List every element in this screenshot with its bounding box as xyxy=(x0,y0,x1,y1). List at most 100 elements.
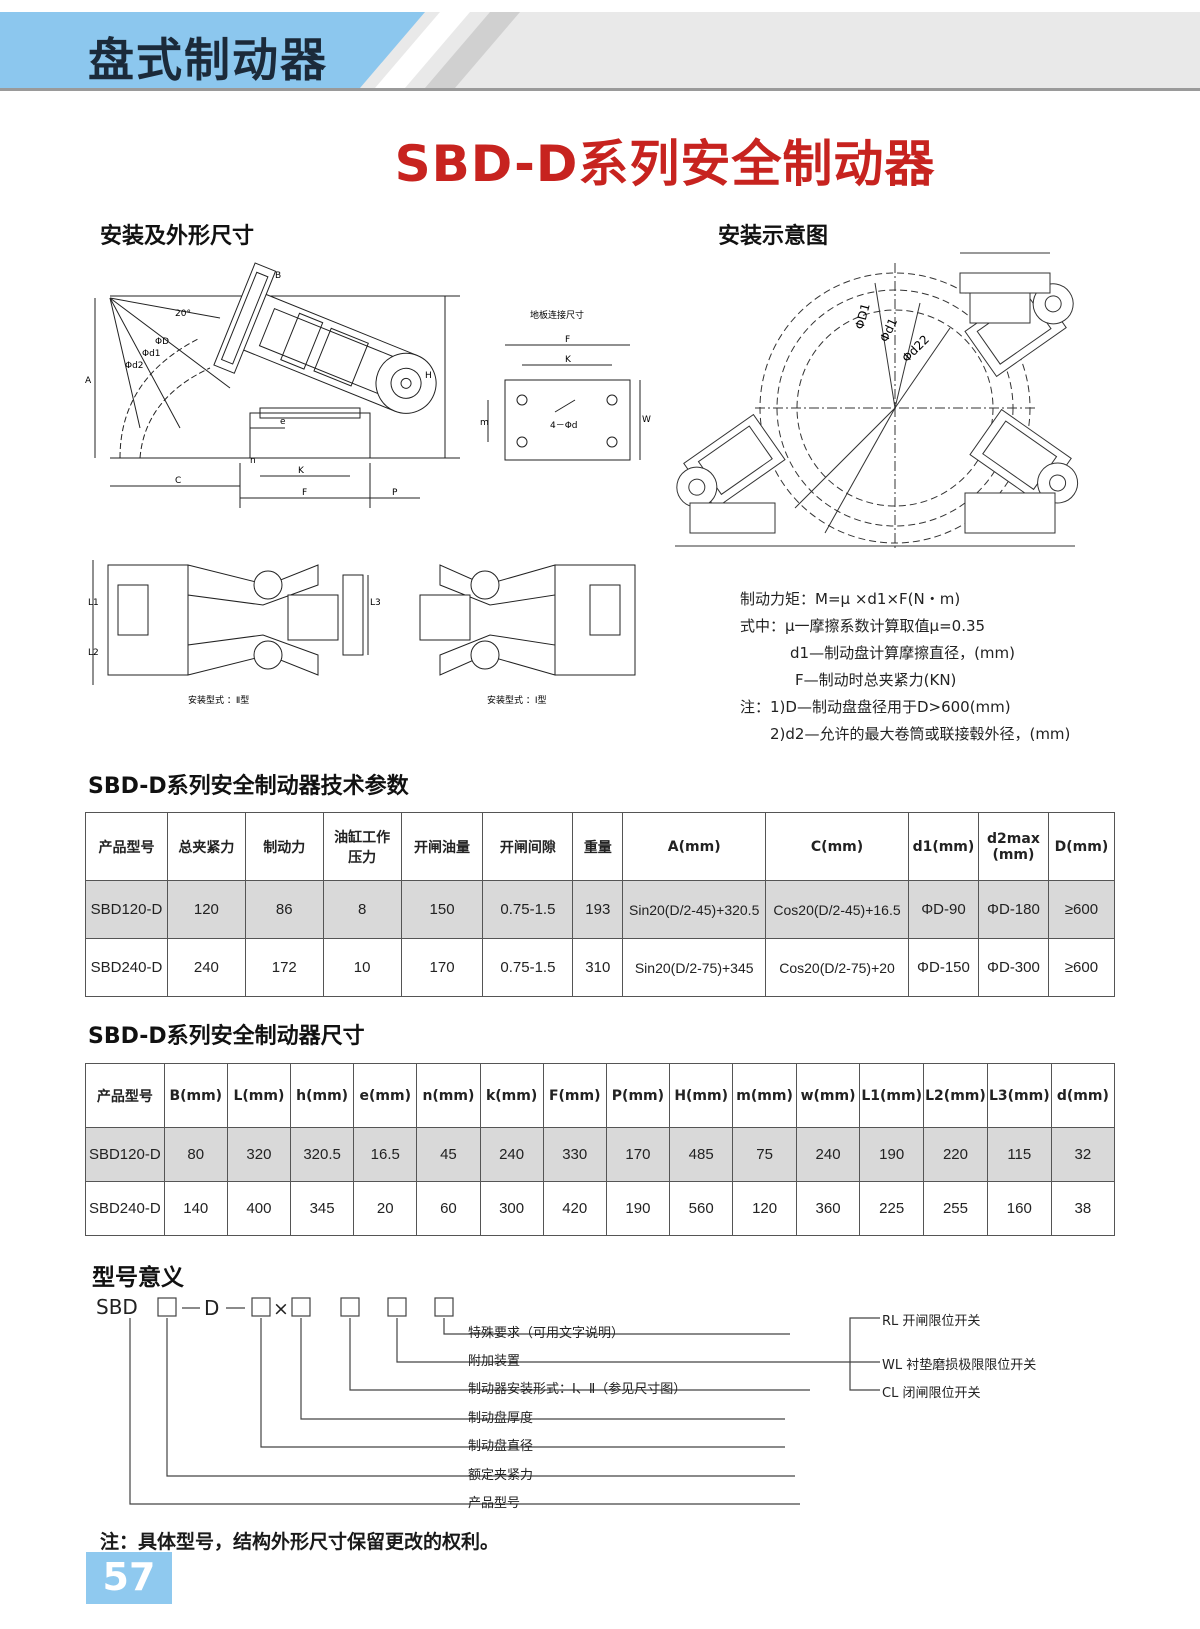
size-header: e(mm) xyxy=(353,1063,418,1128)
circle-label-d22: Φd22 xyxy=(899,332,932,365)
table-cell: 75 xyxy=(732,1127,797,1182)
plate-label-w: W xyxy=(642,415,651,425)
table-cell: 8 xyxy=(322,880,402,939)
table-row: SBD240-D 240 172 10 170 0.75-1.5 310 Sin… xyxy=(85,938,1116,997)
table-cell: 170 xyxy=(400,938,484,997)
dim-label-d1: Φd1 xyxy=(142,349,161,359)
size-header: F(mm) xyxy=(542,1063,607,1128)
tech-header: 重量 xyxy=(572,812,624,881)
table-cell: 240 xyxy=(479,1127,544,1182)
table-cell: 485 xyxy=(669,1127,734,1182)
table-row: SBD120-D 80 320 320.5 16.5 45 240 330 17… xyxy=(85,1127,1116,1182)
table-cell: 400 xyxy=(226,1181,292,1236)
table-row: SBD240-D 140 400 345 20 60 300 420 190 5… xyxy=(85,1181,1116,1236)
size-header: n(mm) xyxy=(416,1063,481,1128)
size-table: 产品型号 B(mm) L(mm) h(mm) e(mm) n(mm) k(mm)… xyxy=(85,1063,1116,1236)
table-cell: 16.5 xyxy=(353,1127,418,1182)
size-header: d(mm) xyxy=(1050,1063,1116,1128)
option-wl: WL 衬垫磨损极限限位开关 xyxy=(882,1358,1037,1373)
plate-label-f: F xyxy=(565,335,570,345)
side-elevation-drawing: A H B 20° Φd2 Φd1 ΦD C K F P e n xyxy=(85,262,460,508)
table-cell: Cos20(D/2-75)+20 xyxy=(765,938,909,997)
install-type-1-caption: 安装型式 ：Ⅰ型 xyxy=(487,694,547,705)
table-cell: 330 xyxy=(542,1127,607,1182)
table-cell: SBD120-D xyxy=(85,1127,165,1182)
table-cell: 220 xyxy=(923,1127,988,1182)
tech-header: 油缸工作压力 xyxy=(322,812,402,881)
tech-header: 产品型号 xyxy=(85,812,168,881)
table-cell: 300 xyxy=(479,1181,544,1236)
size-header: B(mm) xyxy=(163,1063,228,1128)
table-cell: 240 xyxy=(795,1127,861,1182)
section-title: 盘式制动器 xyxy=(88,33,328,87)
table-cell: 160 xyxy=(986,1181,1052,1236)
option-rl: RL 开闸限位开关 xyxy=(882,1314,981,1329)
tech-header: 制动力 xyxy=(244,812,324,881)
floor-plate-title: 地板连接尺寸 xyxy=(530,309,584,321)
plan2-label-l2: L2 xyxy=(88,648,99,658)
size-header: L2(mm) xyxy=(923,1063,988,1128)
table-cell: ΦD-150 xyxy=(907,938,979,997)
dim-label-c: C xyxy=(175,476,181,486)
table-cell: 20 xyxy=(353,1181,418,1236)
table-cell: ΦD-180 xyxy=(977,880,1049,939)
table-cell: 10 xyxy=(322,938,402,997)
size-header: L1(mm) xyxy=(859,1063,925,1128)
table-cell: 32 xyxy=(1050,1127,1116,1182)
dim-label-f: F xyxy=(302,488,307,498)
plan2-label-l3: L3 xyxy=(370,598,381,608)
size-header: H(mm) xyxy=(669,1063,734,1128)
table-cell: 225 xyxy=(859,1181,925,1236)
table-cell: 115 xyxy=(986,1127,1052,1182)
table-cell: ≥600 xyxy=(1047,938,1116,997)
dim-label-d2: Φd2 xyxy=(125,361,144,371)
table-cell: SBD120-D xyxy=(85,880,168,939)
table-cell: 190 xyxy=(859,1127,925,1182)
table-cell: 0.75-1.5 xyxy=(482,880,574,939)
model-code-d: D xyxy=(204,1296,219,1320)
size-table-title: SBD-D系列安全制动器尺寸 xyxy=(88,1024,365,1049)
table-cell: 560 xyxy=(669,1181,734,1236)
table-cell: 140 xyxy=(163,1181,228,1236)
table-cell: 240 xyxy=(166,938,246,997)
table-cell: 150 xyxy=(400,880,484,939)
tech-header: 开闸间隙 xyxy=(482,812,574,881)
table-cell: 45 xyxy=(416,1127,481,1182)
table-cell: ≥600 xyxy=(1047,880,1116,939)
table-cell: 120 xyxy=(166,880,246,939)
table-cell: 170 xyxy=(605,1127,671,1182)
plan-view-type-1: 安装型式 ：Ⅰ型 xyxy=(419,564,636,705)
tech-header: 开闸油量 xyxy=(400,812,484,881)
option-cl: CL 闭闸限位开关 xyxy=(882,1386,981,1401)
install-dims-title: 安装及外形尺寸 xyxy=(100,224,255,249)
formula-line-4: F—制动时总夹紧力(KN) xyxy=(795,671,957,689)
table-cell: 345 xyxy=(289,1181,355,1236)
model-item-special: 特殊要求（可用文字说明） xyxy=(468,1326,625,1341)
size-header: m(mm) xyxy=(732,1063,797,1128)
formula-line-1: 制动力矩：M=μ ×d1×F(N・m) xyxy=(740,590,961,608)
table-cell: Cos20(D/2-45)+16.5 xyxy=(765,880,909,939)
model-item-clamping-force: 额定夹紧力 xyxy=(468,1468,534,1483)
footer-note: 注：具体型号，结构外形尺寸保留更改的权利。 xyxy=(100,1531,500,1553)
dim-label-h: H xyxy=(425,371,432,381)
table-cell: 193 xyxy=(572,880,624,939)
tech-header-row: 产品型号 总夹紧力 制动力 油缸工作压力 开闸油量 开闸间隙 重量 A(mm) … xyxy=(85,812,1116,881)
formula-line-6: 2)d2—允许的最大卷筒或联接毂外径，(mm) xyxy=(770,725,1071,743)
tech-table-title: SBD-D系列安全制动器技术参数 xyxy=(88,774,409,799)
plan2-label-l1: L1 xyxy=(88,598,99,608)
formula-line-2: 式中：μ一摩擦系数计算取值μ=0.35 xyxy=(740,617,986,635)
table-cell: 255 xyxy=(923,1181,988,1236)
table-row: SBD120-D 120 86 8 150 0.75-1.5 193 Sin20… xyxy=(85,880,1116,939)
installation-diagram: ΦD1 Φd1 Φd22 xyxy=(675,252,1079,548)
table-cell: 172 xyxy=(244,938,324,997)
model-title: 型号意义 xyxy=(92,1265,184,1291)
dim-label-e: e xyxy=(280,417,286,427)
install-diagram-title: 安装示意图 xyxy=(718,224,829,249)
page-title: SBD-D系列安全制动器 xyxy=(394,135,936,193)
model-item-disc-diameter: 制动盘直径 xyxy=(468,1439,534,1454)
dim-label-d: ΦD xyxy=(155,337,169,347)
size-header-row: 产品型号 B(mm) L(mm) h(mm) e(mm) n(mm) k(mm)… xyxy=(85,1063,1116,1128)
table-cell: 320 xyxy=(226,1127,292,1182)
table-cell: Sin20(D/2-75)+345 xyxy=(622,938,767,997)
circle-label-d1-outer: ΦD1 xyxy=(852,302,872,331)
